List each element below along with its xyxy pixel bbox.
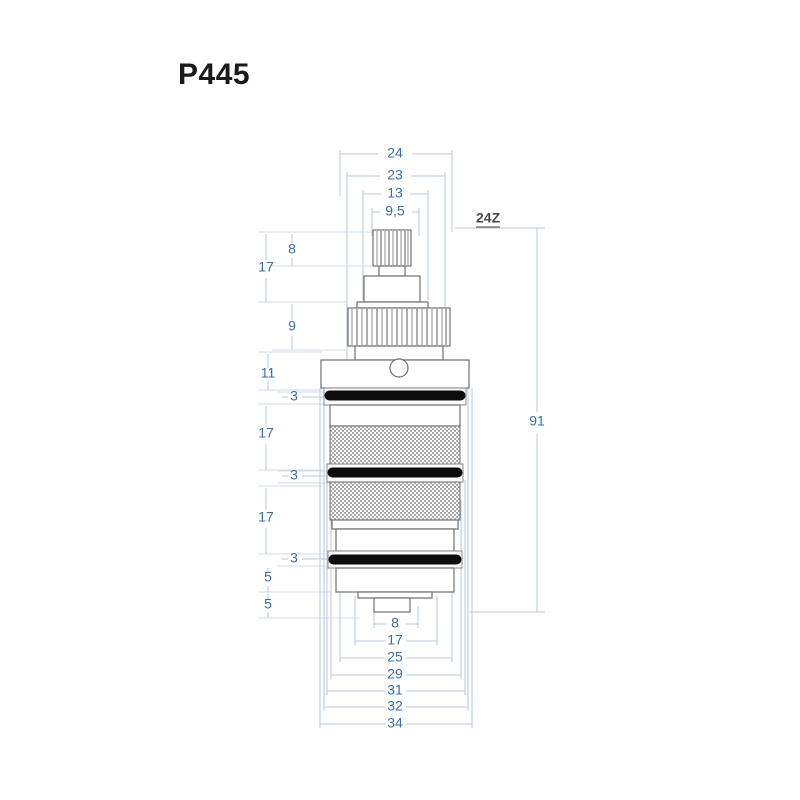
- page-title: P445: [178, 58, 251, 91]
- dimension-label-left-1: 17: [258, 259, 274, 275]
- dimension-label-top-0: 24: [387, 145, 403, 161]
- reference-label-24z: 24Z: [476, 210, 501, 226]
- knurled-collar: [347, 301, 451, 347]
- upper-body: [329, 404, 461, 427]
- mesh-band-lower: [329, 481, 461, 521]
- dimension-label-bottom-1: 17: [387, 632, 403, 648]
- part-drawing: [320, 229, 470, 613]
- port-hole-circle: [389, 358, 409, 378]
- dimension-label-left-3: 11: [261, 365, 276, 381]
- lower-body: [331, 519, 459, 552]
- dimension-label-bottom-4: 31: [387, 682, 403, 698]
- dimension-label-left-8: 3: [290, 550, 298, 566]
- dimension-label-left-0: 8: [288, 241, 296, 257]
- dimension-label-bottom-3: 29: [387, 666, 403, 682]
- base-shoulder: [335, 567, 455, 599]
- dimension-label-left-9: 5: [264, 569, 272, 585]
- dimension-label-top-3: 9,5: [385, 203, 405, 219]
- dimension-label-bottom-6: 34: [387, 715, 403, 731]
- upper-block: [363, 275, 421, 303]
- dimension-label-bottom-2: 25: [387, 649, 403, 665]
- flange: [320, 358, 470, 389]
- oring-top: [323, 387, 467, 406]
- stem-neck: [378, 265, 406, 277]
- dimension-label-left-7: 17: [258, 509, 274, 525]
- mesh-band-upper: [329, 425, 461, 465]
- dimension-label-left-5: 17: [258, 425, 274, 441]
- reference-leader-group: [455, 226, 540, 229]
- dimension-label-top-2: 13: [387, 185, 403, 201]
- dimension-line-group-bottom: [319, 388, 473, 728]
- dimension-label-left-4: 3: [290, 388, 298, 404]
- dimension-label-left-2: 9: [288, 318, 296, 334]
- oring-bottom: [327, 550, 463, 569]
- dimension-label-left-6: 3: [290, 467, 298, 483]
- bottom-spigot: [373, 597, 411, 613]
- dimension-line-group-right: [470, 227, 545, 613]
- dimension-label-right-0: 91: [529, 413, 545, 429]
- dimension-label-top-1: 23: [387, 167, 403, 183]
- dimension-label-bottom-5: 32: [387, 698, 403, 714]
- dimension-label-left-10: 5: [264, 596, 272, 612]
- collar-skirt: [354, 345, 444, 361]
- dimension-label-bottom-0: 8: [391, 615, 399, 631]
- top-spline: [372, 229, 412, 267]
- oring-middle: [326, 463, 464, 483]
